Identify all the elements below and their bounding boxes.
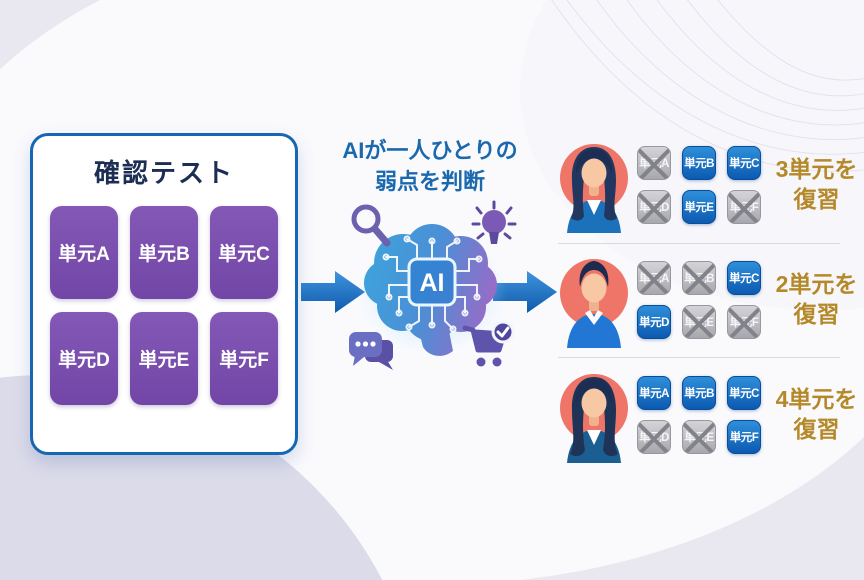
unit-badge: 単元D [637, 305, 671, 339]
student-2-review-label: 2単元を 復習 [771, 270, 862, 330]
unit-tile-d: 単元D [50, 312, 118, 405]
review-label-line2: 復習 [793, 416, 840, 442]
unit-badge: 単元D [637, 420, 671, 454]
review-label-line1: 2単元を [775, 271, 858, 298]
student-row-1: 単元A 単元B 単元C 単元D 単元E 単元F 3単元を 復習 [556, 136, 862, 234]
unit-badge: 単元D [637, 190, 671, 224]
unit-tile-grid: 単元A 単元B 単元C 単元D 単元E 単元F [33, 206, 295, 405]
ai-headline-line2: 弱点を判断 [374, 168, 485, 194]
unit-tile-f: 単元F [210, 312, 278, 405]
arrow-right-icon [301, 271, 365, 313]
review-label-line2: 復習 [793, 186, 840, 212]
student-3-badge-grid: 単元A 単元B 単元C 単元D 単元E 単元F [637, 376, 761, 454]
ai-brain-icon: AI [357, 224, 507, 356]
student-2-avatar [560, 258, 628, 348]
unit-badge: 単元A [637, 376, 671, 410]
unit-badge: 単元A [637, 261, 671, 295]
student-row-2: 単元A 単元B 単元C 単元D 単元E 単元F 2単元を 復習 [556, 251, 862, 349]
arrow-right-icon [493, 271, 557, 313]
student-3-avatar [560, 373, 628, 463]
chat-bubble-front [349, 332, 382, 366]
brain-circuits [382, 235, 483, 333]
unit-badge: 単元E [682, 305, 716, 339]
cart-check-icon [462, 320, 515, 367]
unit-badge: 単元F [727, 305, 761, 339]
row-divider [558, 243, 840, 244]
ai-headline: AIが一人ひとりの 弱点を判断 [322, 136, 538, 198]
student-2-badge-grid: 単元A 単元B 単元C 単元D 単元E 単元F [637, 261, 761, 339]
student-1-review-label: 3単元を 復習 [771, 155, 862, 215]
unit-badge: 単元E [682, 190, 716, 224]
student-row-3: 単元A 単元B 単元C 単元D 単元E 単元F 4単元を 復習 [556, 366, 862, 464]
unit-badge: 単元E [682, 420, 716, 454]
student-1-badge-grid: 単元A 単元B 単元C 単元D 単元E 単元F [637, 146, 761, 224]
confirmation-test-box: 確認テスト 単元A 単元B 単元C 単元D 単元E 単元F [30, 133, 298, 455]
review-label-line2: 復習 [793, 301, 840, 327]
row-divider [558, 357, 840, 358]
student-3-review-label: 4単元を 復習 [771, 385, 862, 445]
unit-badge: 単元F [727, 190, 761, 224]
unit-tile-a: 単元A [50, 206, 118, 299]
search-icon [351, 204, 391, 247]
test-box-title: 確認テスト [93, 158, 234, 188]
background-line-pattern [551, 0, 864, 172]
unit-tile-b: 単元B [130, 206, 198, 299]
unit-badge: 単元C [727, 261, 761, 295]
chat-bubbles-icon [349, 332, 393, 370]
unit-badge: 単元C [727, 146, 761, 180]
unit-badge: 単元B [682, 146, 716, 180]
ai-chip [407, 257, 457, 307]
review-label-line1: 4単元を [775, 386, 858, 413]
student-1-avatar [560, 143, 628, 233]
unit-tile-e: 単元E [130, 312, 198, 405]
review-label-line1: 3単元を [775, 156, 858, 183]
unit-badge: 単元B [682, 376, 716, 410]
lightbulb-icon [471, 200, 517, 244]
unit-badge: 単元F [727, 420, 761, 454]
unit-badge: 単元C [727, 376, 761, 410]
unit-badge: 単元B [682, 261, 716, 295]
ai-headline-line1: AIが一人ひとりの [342, 138, 518, 163]
ai-chip-label: AI [420, 269, 445, 297]
unit-badge: 単元A [637, 146, 671, 180]
unit-tile-c: 単元C [210, 206, 278, 299]
